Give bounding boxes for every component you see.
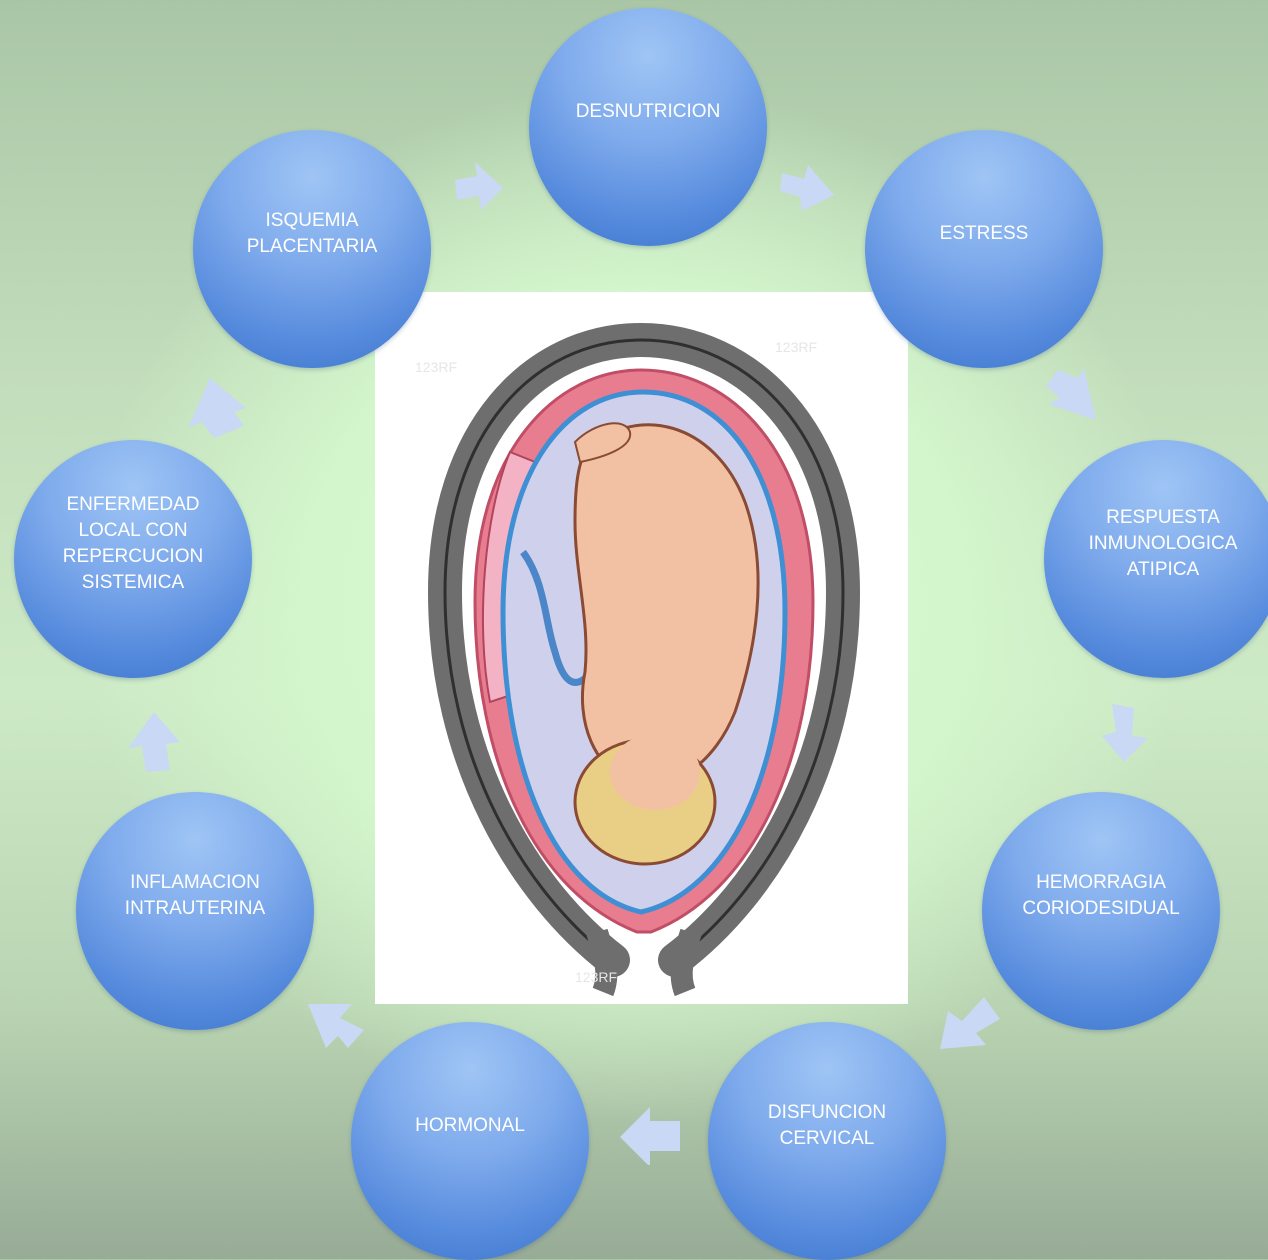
cycle-arrow-5: [940, 995, 1000, 1055]
node-desnutricion: DESNUTRICION: [529, 8, 767, 246]
node-label: ESTRESS: [930, 221, 1039, 247]
fetus-uterus-drawing: 123RF 123RF 123RF: [375, 292, 908, 1004]
node-label: ENFERMEDAD LOCAL CON REPERCUCION SISTEMI…: [53, 492, 213, 596]
cycle-arrow-4: [1098, 702, 1158, 762]
svg-text:123RF: 123RF: [575, 969, 617, 985]
svg-text:123RF: 123RF: [415, 359, 457, 375]
cycle-arrow-9: [186, 378, 246, 438]
node-label: INFLAMACION INTRAUTERINA: [115, 870, 275, 922]
node-hemorragia: HEMORRAGIA CORIODESIDUAL: [982, 792, 1220, 1030]
node-label: HEMORRAGIA CORIODESIDUAL: [1012, 870, 1189, 922]
node-enfermedad-local: ENFERMEDAD LOCAL CON REPERCUCION SISTEMI…: [14, 440, 252, 678]
node-label: HORMONAL: [405, 1113, 535, 1139]
node-label: DISFUNCION CERVICAL: [758, 1100, 896, 1152]
node-label: DESNUTRICION: [566, 99, 731, 125]
cycle-arrow-6: [620, 1105, 680, 1165]
fetus-uterus-illustration: 123RF 123RF 123RF: [375, 292, 908, 1004]
node-disfuncion-cervical: DISFUNCION CERVICAL: [708, 1022, 946, 1260]
node-inflamacion-intrauterina: INFLAMACION INTRAUTERINA: [76, 792, 314, 1030]
node-label: RESPUESTA INMUNOLOGICA ATIPICA: [1079, 505, 1248, 583]
cycle-arrow-7: [308, 1000, 368, 1060]
node-label: ISQUEMIA PLACENTARIA: [237, 208, 388, 260]
node-isquemia-placentaria: ISQUEMIA PLACENTARIA: [193, 130, 431, 368]
node-respuesta-inmunologica: RESPUESTA INMUNOLOGICA ATIPICA: [1044, 440, 1268, 678]
node-hormonal: HORMONAL: [351, 1022, 589, 1260]
cycle-arrow-1: [445, 158, 505, 218]
cycle-arrow-3: [1040, 368, 1100, 428]
cycle-arrow-2: [778, 155, 838, 215]
node-estress: ESTRESS: [865, 130, 1103, 368]
cycle-arrow-8: [128, 712, 188, 772]
svg-text:123RF: 123RF: [775, 339, 817, 355]
